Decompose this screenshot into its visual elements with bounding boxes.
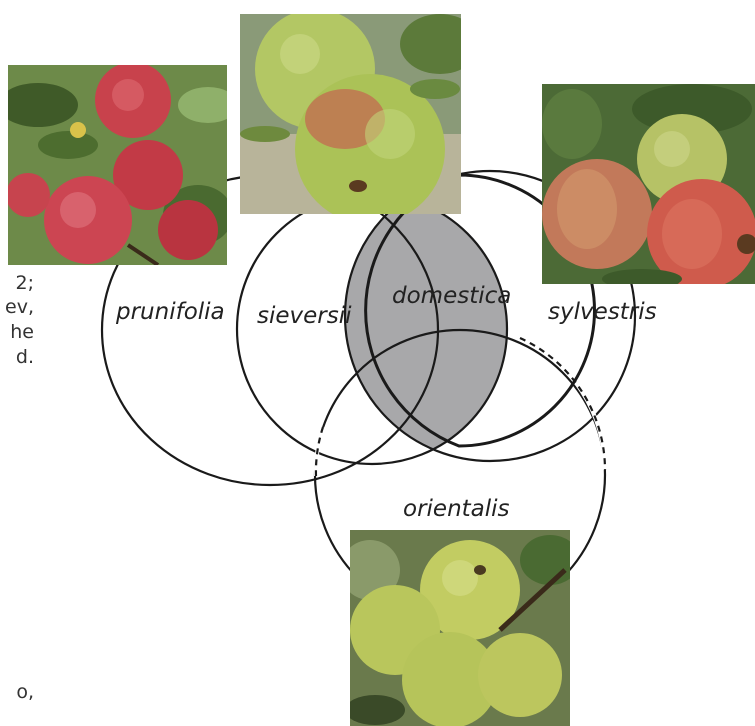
- text-fragment: he: [10, 321, 34, 343]
- text-fragment: o,: [16, 681, 34, 703]
- red-green-apples-photo: [542, 84, 755, 284]
- sylvestris-photo: [542, 84, 755, 284]
- domestica-overlap-region: [345, 194, 507, 461]
- green-apples-photo: [350, 530, 570, 726]
- orientalis-dashed-arc-dash: [519, 336, 607, 471]
- green-red-apple-photo: [240, 14, 461, 214]
- red-apples-photo: [8, 65, 227, 265]
- label-sylvestris: sylvestris: [548, 299, 657, 325]
- label-prunifolia: prunifolia: [116, 299, 225, 325]
- label-orientalis: orientalis: [403, 496, 510, 522]
- prunifolia-photo: [8, 65, 227, 265]
- text-fragment: d.: [15, 346, 34, 368]
- label-domestica: domestica: [392, 283, 512, 309]
- orientalis-photo: [350, 530, 570, 726]
- text-fragment: 2;: [15, 272, 35, 294]
- text-fragment: ev,: [5, 296, 34, 318]
- sylvestris-circle: [343, 169, 637, 463]
- orientalis-dashed-arc-left-dash: [314, 426, 325, 477]
- sieversii-photo: [240, 14, 461, 214]
- label-sieversii: sieversii: [257, 303, 352, 329]
- orientalis-dashed-arc: [519, 336, 607, 471]
